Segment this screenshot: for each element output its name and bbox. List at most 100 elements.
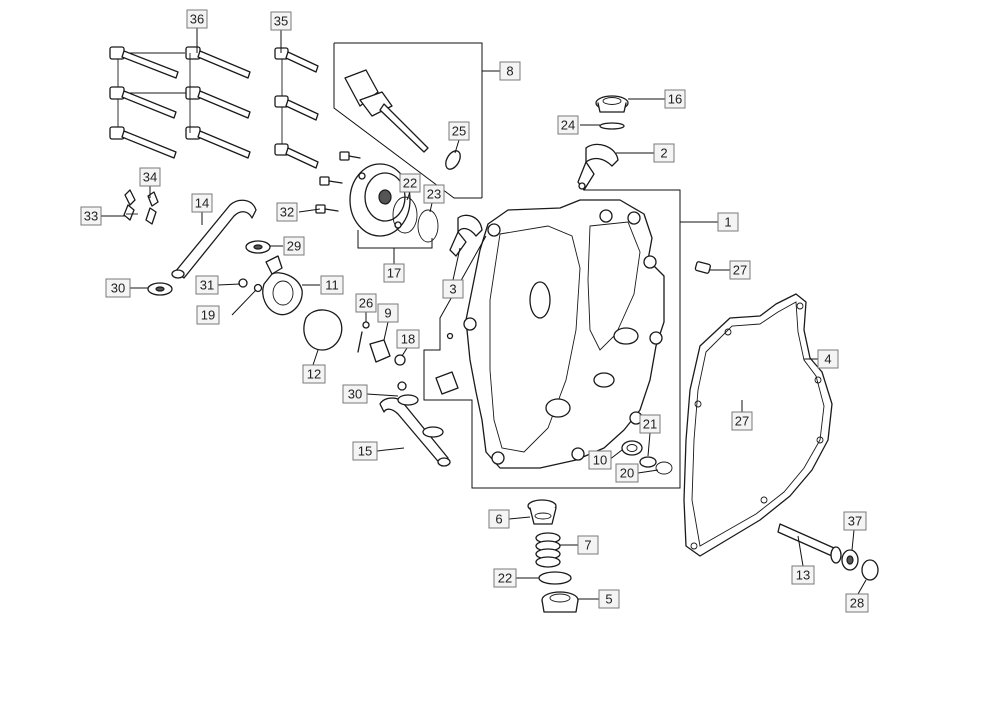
callout-26: 26 [355, 293, 377, 313]
callout-37: 37 [843, 511, 867, 531]
callout-5: 5 [598, 589, 620, 609]
svg-text:14: 14 [195, 196, 209, 211]
callout-24: 24 [557, 115, 579, 135]
bolts-32 [315, 151, 361, 214]
callout-30a: 30 [105, 278, 131, 298]
callout-21: 21 [639, 414, 661, 434]
svg-text:28: 28 [850, 596, 864, 611]
svg-text:25: 25 [452, 124, 466, 139]
svg-text:12: 12 [307, 367, 321, 382]
bracket-3 [449, 214, 483, 257]
hose-14 [171, 199, 257, 279]
svg-text:6: 6 [495, 512, 502, 527]
callout-8: 8 [499, 61, 521, 81]
shaft-13 [777, 523, 842, 564]
svg-text:21: 21 [643, 417, 657, 432]
callout-18: 18 [396, 329, 420, 349]
callout-13: 13 [791, 565, 815, 585]
callout-27b: 27 [731, 411, 753, 431]
callout-2: 2 [653, 143, 675, 163]
svg-text:29: 29 [287, 239, 301, 254]
callout-7: 7 [577, 535, 599, 555]
svg-text:27: 27 [733, 263, 747, 278]
svg-text:8: 8 [506, 64, 513, 79]
clamp-29 [245, 240, 271, 254]
callout-30b: 30 [342, 384, 368, 404]
gasket-12 [303, 309, 343, 351]
svg-text:7: 7 [584, 538, 591, 553]
strainer-6 [527, 499, 557, 525]
bolts-36 [109, 46, 251, 159]
dowel-27a [694, 261, 711, 274]
svg-text:33: 33 [84, 209, 98, 224]
svg-text:34: 34 [143, 170, 157, 185]
callout-27a: 27 [729, 260, 751, 280]
callout-32: 32 [276, 202, 298, 222]
impeller-9 [357, 321, 407, 391]
callout-11: 11 [320, 275, 344, 295]
svg-text:32: 32 [280, 205, 294, 220]
svg-text:5: 5 [605, 592, 612, 607]
hose-15 [379, 394, 451, 467]
callout-22b: 22 [493, 568, 517, 588]
svg-text:35: 35 [274, 14, 288, 29]
spring-7 [535, 532, 561, 568]
callout-29: 29 [283, 236, 305, 256]
svg-text:17: 17 [387, 266, 401, 281]
svg-text:1: 1 [724, 215, 731, 230]
screws-31-19 [238, 278, 263, 293]
svg-text:18: 18 [401, 332, 415, 347]
bracket-2 [577, 143, 619, 191]
circlip-28 [861, 559, 879, 581]
svg-text:4: 4 [824, 352, 831, 367]
svg-text:30: 30 [111, 281, 125, 296]
svg-text:3: 3 [449, 282, 456, 297]
svg-text:22: 22 [498, 571, 512, 586]
svg-text:31: 31 [200, 278, 214, 293]
svg-text:22: 22 [403, 176, 417, 191]
svg-text:19: 19 [201, 308, 215, 323]
callout-33: 33 [80, 206, 102, 226]
svg-text:13: 13 [796, 568, 810, 583]
bolts-35 [274, 47, 319, 169]
callout-28: 28 [845, 593, 869, 613]
group-brackets [333, 42, 718, 489]
clips-33-34 [123, 189, 159, 225]
callout-36: 36 [186, 9, 208, 29]
svg-text:24: 24 [561, 118, 575, 133]
gasket-4 [683, 293, 833, 557]
callout-35: 35 [270, 11, 292, 31]
svg-text:11: 11 [325, 278, 339, 293]
crankcase-1 [435, 199, 665, 469]
oring-22b [538, 571, 572, 585]
callout-3: 3 [442, 279, 464, 299]
pump-housing-11 [262, 255, 303, 316]
callout-6: 6 [488, 509, 510, 529]
callout-20: 20 [615, 463, 639, 483]
callout-19: 19 [196, 305, 220, 325]
leader-lines [101, 28, 867, 600]
bearing-37 [841, 549, 859, 571]
callout-14: 14 [191, 193, 213, 213]
clamp-30a [147, 282, 173, 296]
callout-1: 1 [717, 212, 739, 232]
callout-4: 4 [817, 349, 839, 369]
svg-text:37: 37 [848, 514, 862, 529]
bearing-10 [621, 440, 673, 475]
svg-text:10: 10 [593, 453, 607, 468]
callout-22a: 22 [399, 173, 421, 193]
callout-23: 23 [423, 184, 445, 204]
callout-10: 10 [588, 450, 612, 470]
svg-text:36: 36 [190, 12, 204, 27]
parts-drawing [109, 46, 879, 613]
svg-text:27: 27 [735, 414, 749, 429]
svg-text:23: 23 [427, 187, 441, 202]
callout-labels: 36 35 8 25 16 24 2 34 33 14 32 22 23 1 2… [80, 9, 869, 613]
callout-16: 16 [664, 89, 686, 109]
callout-12: 12 [302, 364, 326, 384]
callout-31: 31 [195, 275, 219, 295]
svg-text:16: 16 [668, 92, 682, 107]
cap-16 [595, 95, 629, 130]
svg-text:20: 20 [620, 466, 634, 481]
